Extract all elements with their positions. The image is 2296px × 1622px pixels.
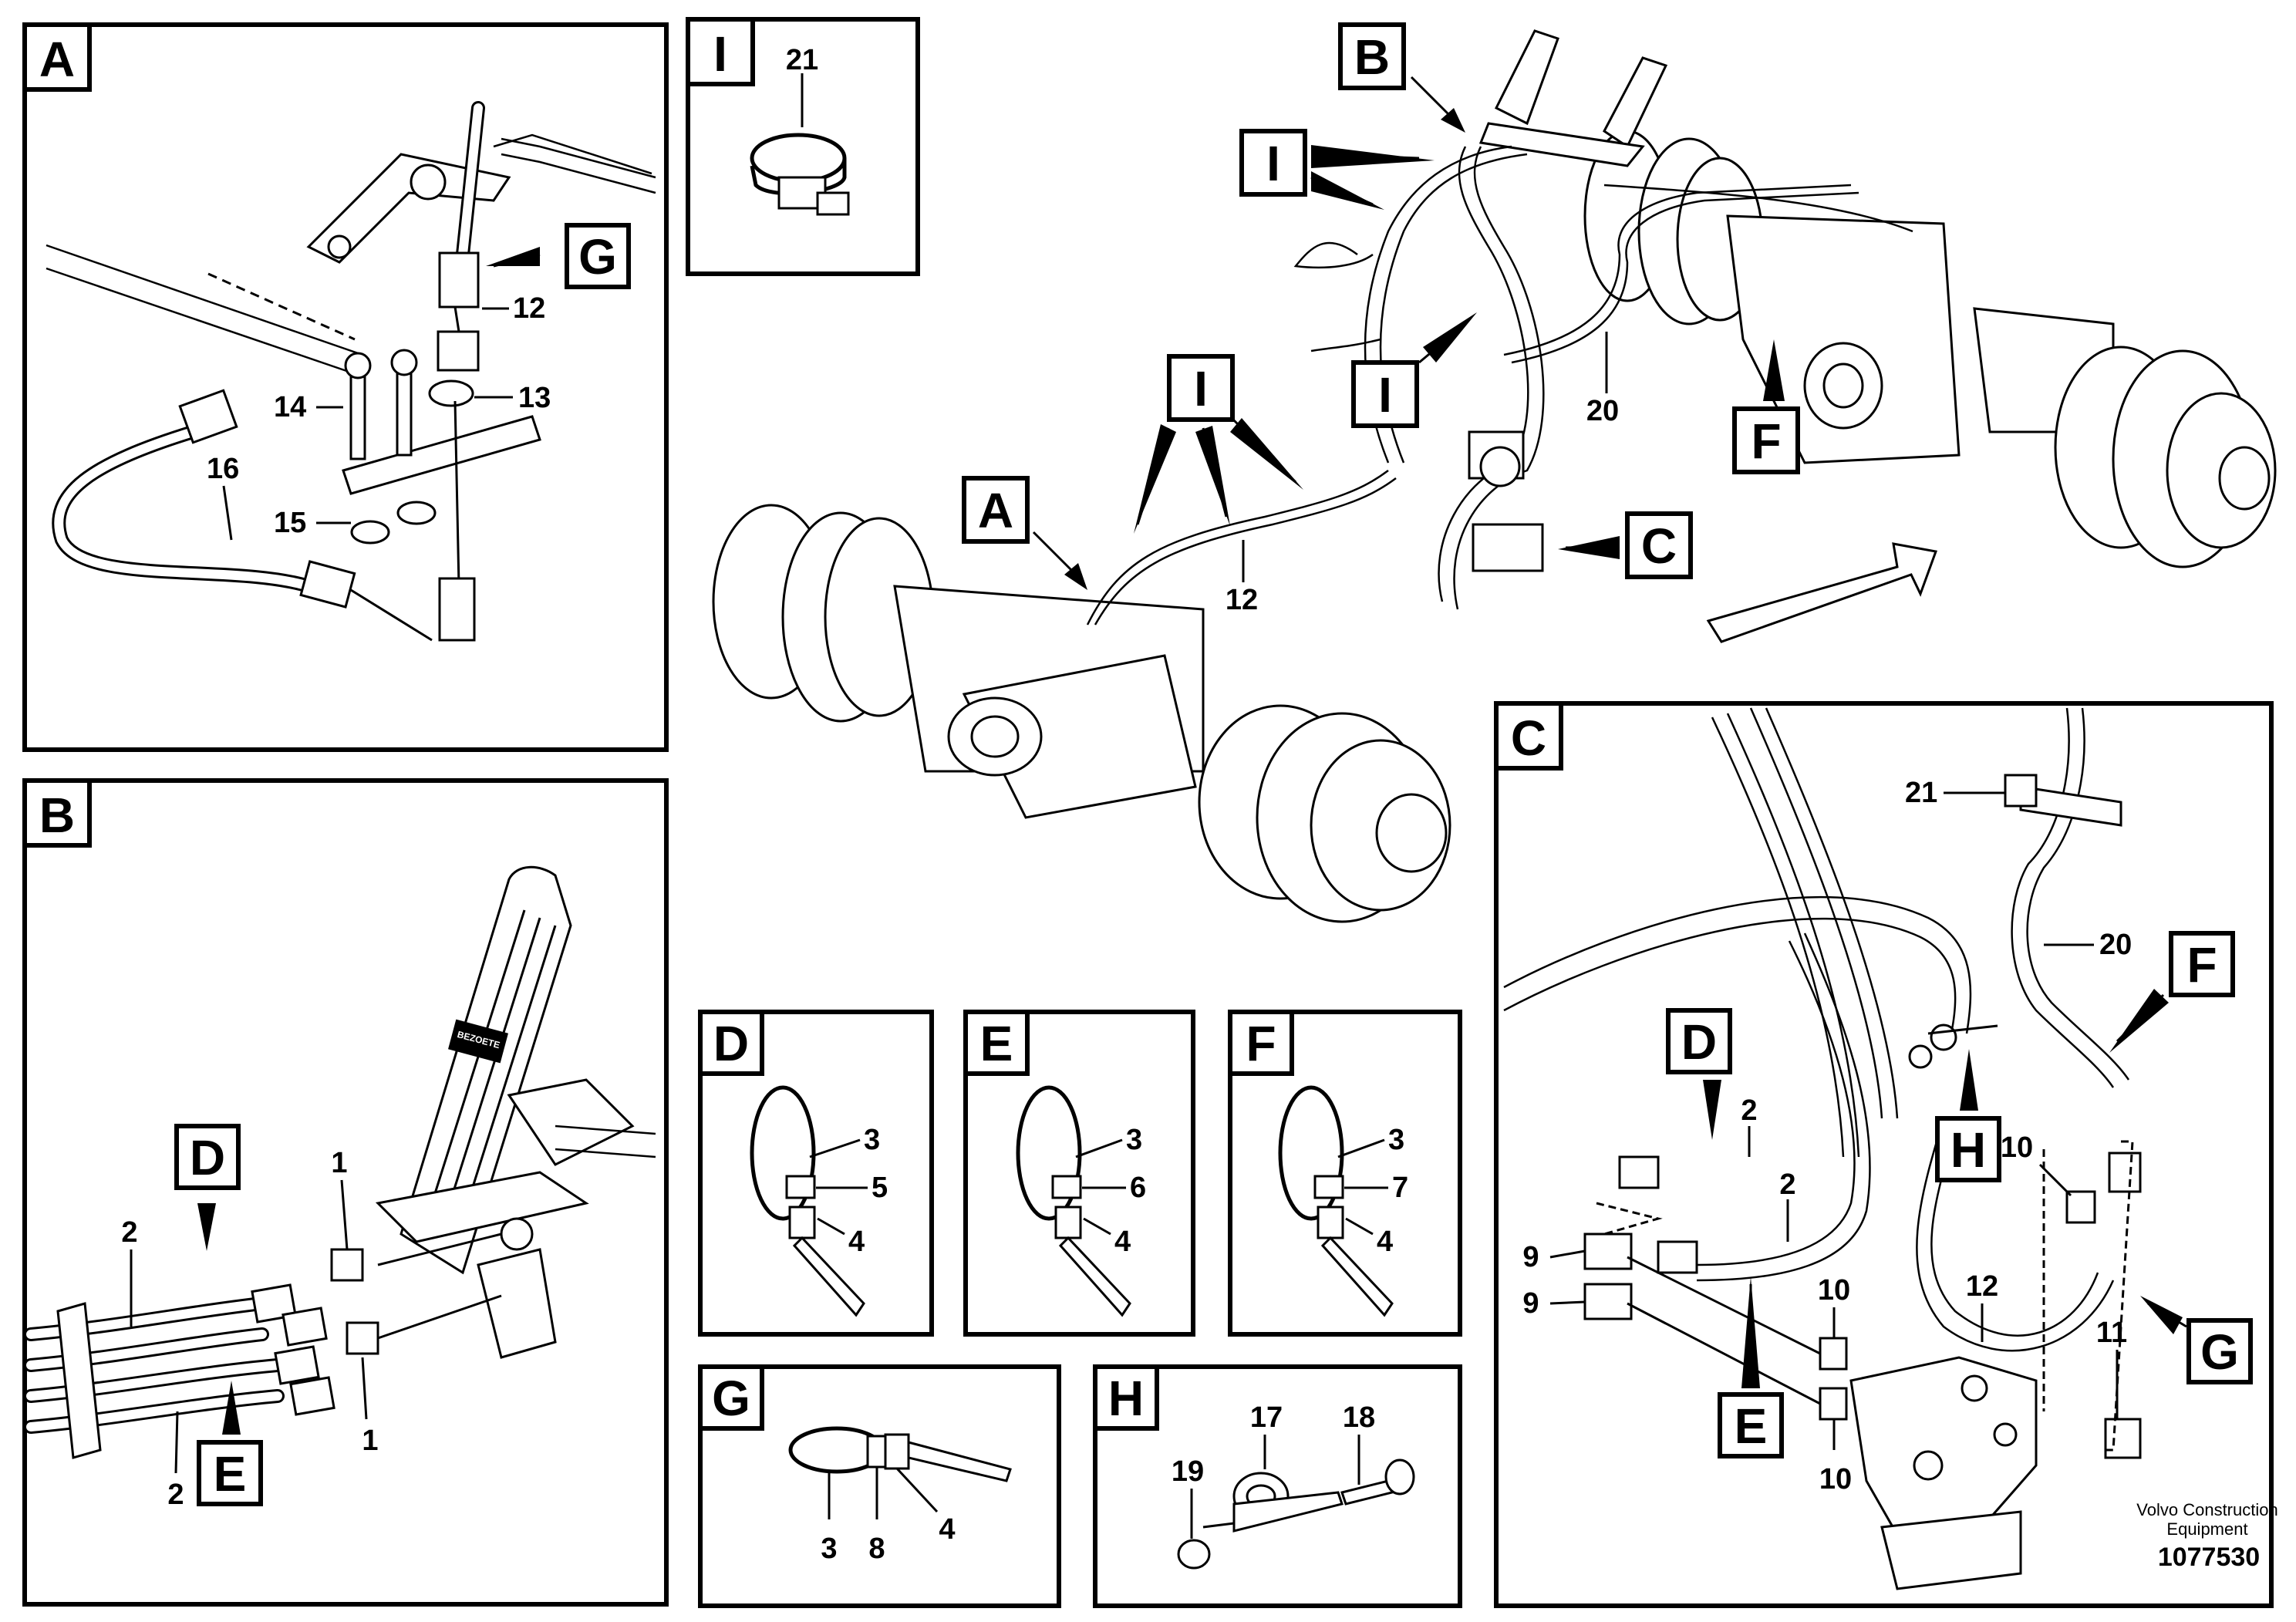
- tie-g-part-a: 3: [821, 1533, 837, 1565]
- overview-part-12: 12: [1226, 584, 1258, 616]
- svg-text:I: I: [1378, 367, 1392, 423]
- part-label-14: 14: [274, 391, 306, 423]
- part-label-10-b: 10: [1819, 1463, 1852, 1496]
- part-label-11: 11: [2096, 1317, 2127, 1349]
- callout-h-c: H: [1935, 1049, 2001, 1182]
- part-label-20-c: 20: [2099, 929, 2132, 961]
- panel-a: A G: [22, 22, 669, 752]
- callout-i-left: I: [1134, 354, 1303, 534]
- tie-g-part-b: 8: [868, 1533, 885, 1565]
- tie-d-part-c: 4: [848, 1226, 865, 1258]
- part-label-2-c-b: 2: [1779, 1168, 1795, 1201]
- callout-i-top: I: [1239, 129, 1435, 210]
- callout-e-c: E: [1718, 1276, 1784, 1458]
- svg-text:C: C: [1641, 518, 1677, 574]
- part-label-2-bottom: 2: [167, 1479, 184, 1511]
- panel-i-title: I: [713, 26, 727, 82]
- callout-e-b: E: [197, 1381, 263, 1506]
- panel-e: E 3 6 4: [963, 1010, 1195, 1337]
- tie-e-part-c: 4: [1114, 1226, 1131, 1258]
- part-label-12-c: 12: [1966, 1270, 1998, 1303]
- tie-e-part-a: 3: [1126, 1124, 1142, 1156]
- panel-d: D 3 5 4: [698, 1010, 934, 1337]
- svg-text:I: I: [1194, 361, 1208, 416]
- callout-c-overview: C: [1558, 511, 1693, 579]
- panel-c: C: [1494, 701, 2278, 1608]
- part-label-1-bottom: 1: [362, 1425, 378, 1457]
- svg-text:A: A: [978, 483, 1013, 538]
- svg-text:D: D: [1681, 1014, 1717, 1070]
- callout-g-a: G: [486, 223, 631, 289]
- svg-text:H: H: [1950, 1122, 1986, 1178]
- tie-e-part-b: 6: [1130, 1172, 1146, 1204]
- tie-d-part-a: 3: [864, 1124, 880, 1156]
- part-label-9-b: 9: [1522, 1287, 1539, 1320]
- panel-f: F 3 7 4: [1228, 1010, 1462, 1337]
- clamp-part-17: 17: [1250, 1401, 1283, 1434]
- part-label-21: 21: [786, 44, 818, 76]
- panel-b: B BEZOETE: [22, 778, 669, 1607]
- part-label-15: 15: [274, 507, 306, 539]
- svg-text:G: G: [712, 1371, 750, 1426]
- tie-d-part-b: 5: [872, 1172, 888, 1204]
- callout-d-b: D: [174, 1124, 241, 1251]
- svg-text:G: G: [578, 229, 617, 285]
- svg-text:E: E: [214, 1446, 247, 1502]
- panel-h: H 17 18 19: [1093, 1364, 1462, 1608]
- part-label-21-c: 21: [1905, 777, 1937, 809]
- callout-a-overview: A: [962, 476, 1087, 590]
- credit-line-1: Volvo Construction: [2136, 1500, 2277, 1519]
- panel-a-title: A: [39, 32, 75, 87]
- part-label-9-a: 9: [1522, 1241, 1539, 1273]
- rear-axle: [1583, 130, 2277, 568]
- svg-text:D: D: [190, 1130, 225, 1185]
- part-label-16: 16: [207, 453, 239, 485]
- figure-number: 1077530: [2158, 1543, 2260, 1572]
- callout-i-mid: I: [1351, 312, 1477, 428]
- panel-g: G 3 8 4: [698, 1364, 1061, 1608]
- part-label-12: 12: [513, 292, 545, 325]
- part-label-2-c-a: 2: [1741, 1094, 1757, 1127]
- tie-f-part-a: 3: [1388, 1124, 1404, 1156]
- svg-text:E: E: [980, 1016, 1013, 1071]
- svg-text:E: E: [1735, 1398, 1768, 1454]
- clamp-part-19: 19: [1172, 1455, 1204, 1488]
- svg-text:F: F: [2186, 937, 2217, 993]
- svg-text:D: D: [713, 1016, 749, 1071]
- callout-f-c: F: [2109, 931, 2235, 1053]
- clamp-part-18: 18: [1343, 1401, 1375, 1434]
- machine-overview: A B C F I: [712, 22, 2277, 923]
- svg-text:G: G: [2200, 1324, 2239, 1380]
- overview-part-20: 20: [1586, 395, 1619, 427]
- tie-f-part-b: 7: [1392, 1172, 1408, 1204]
- credit-line-2: Equipment: [2166, 1519, 2247, 1539]
- callout-f-overview: F: [1732, 339, 1800, 474]
- part-label-10-a: 10: [1818, 1274, 1850, 1307]
- tie-g-part-c: 4: [939, 1513, 955, 1546]
- callout-g-c: G: [2140, 1296, 2253, 1384]
- part-label-10-c: 10: [2001, 1131, 2033, 1164]
- callout-d-c: D: [1666, 1008, 1732, 1140]
- part-label-2-top: 2: [121, 1216, 137, 1249]
- panel-i: I 21: [686, 17, 920, 276]
- svg-text:F: F: [1751, 413, 1781, 469]
- callout-b-overview: B: [1338, 22, 1465, 133]
- svg-text:B: B: [1354, 29, 1390, 85]
- tie-f-part-c: 4: [1377, 1226, 1393, 1258]
- accelerator-pedal: BEZOETE: [375, 865, 656, 1359]
- part-label-13: 13: [518, 382, 551, 414]
- panel-c-title: C: [1511, 710, 1546, 766]
- front-axle: [712, 504, 1451, 923]
- svg-text:F: F: [1246, 1016, 1276, 1071]
- svg-text:H: H: [1108, 1371, 1144, 1426]
- svg-text:I: I: [1266, 136, 1280, 191]
- panel-b-title: B: [39, 787, 75, 843]
- part-label-1-top: 1: [331, 1147, 347, 1179]
